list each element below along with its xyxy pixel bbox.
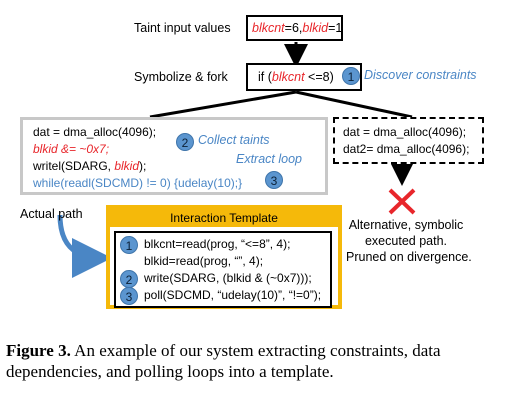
main-code-writel-end: );: [139, 159, 147, 173]
template-title: Interaction Template: [170, 211, 278, 225]
main-code-writel-blkid: blkid: [114, 159, 140, 173]
arrow-fork-to-main: [149, 90, 297, 119]
extract-loop-label: Extract loop: [236, 152, 303, 166]
main-code-mask: &= ~0x7;: [57, 142, 110, 156]
taint-blkcnt-value: =6,: [284, 21, 303, 35]
main-code-writel: writel(SDARG,: [33, 159, 115, 173]
main-code-line-3: writel(SDARG, blkid);: [33, 158, 146, 175]
actual-path-arrow: [57, 214, 112, 278]
template-line-1: blkcnt=read(prog, “<=8”, 4);: [144, 237, 291, 251]
fork-cond-rest: <=8): [304, 70, 334, 84]
main-code-line-2: blkid &= ~0x7;: [33, 141, 109, 158]
fork-blkcnt: blkcnt: [271, 70, 305, 84]
template-badge-1: 1: [120, 236, 138, 254]
badge-2-collect: 2: [176, 133, 194, 151]
badge-1-discover: 1: [342, 67, 360, 85]
alt-code-line-1: dat = dma_alloc(4096);: [343, 125, 467, 139]
caption-text: An example of our system extracting cons…: [6, 341, 441, 381]
main-code-blkid: blkid: [33, 142, 58, 156]
alt-note-line-2: executed path.: [364, 234, 447, 248]
main-code-line-1: dat = dma_alloc(4096);: [33, 125, 157, 139]
template-line-3: write(SDARG, (blkid & (~0x7)));: [144, 271, 312, 285]
taint-input-label: Taint input values: [134, 21, 231, 35]
main-code-line-4: while(readl(SDCMD) != 0) {udelay(10);}: [33, 176, 243, 190]
fork-condition-box: if (blkcnt <=8): [246, 63, 362, 91]
discover-constraints-label: Discover constraints: [364, 68, 477, 82]
template-body: 1 blkcnt=read(prog, “<=8”, 4); blkid=rea…: [114, 231, 332, 308]
alt-code-line-2: dat2= dma_alloc(4096);: [343, 142, 470, 156]
taint-values-text: blkcnt=6,blkid=1: [252, 21, 342, 35]
template-title-bar: [110, 209, 338, 227]
arrow-fork-to-alt: [295, 90, 413, 119]
badge-3-extract: 3: [265, 171, 283, 189]
alt-note-line-3: Pruned on divergence.: [346, 250, 472, 264]
pruned-x-icon: [388, 188, 416, 215]
template-badge-3: 3: [120, 287, 138, 305]
collect-taints-label: Collect taints: [198, 133, 270, 147]
taint-blkcnt: blkcnt: [252, 21, 285, 35]
symbolize-fork-label: Symbolize & fork: [134, 70, 228, 84]
taint-blkid: blkid: [302, 21, 329, 35]
alt-path-code-box: dat = dma_alloc(4096); dat2= dma_alloc(4…: [333, 117, 484, 164]
caption-label: Figure 3.: [6, 341, 71, 360]
template-badge-2: 2: [120, 270, 138, 288]
figure-caption: Figure 3. An example of our system extra…: [6, 340, 521, 382]
alt-note-line-1: Alternative, symbolic: [348, 218, 464, 232]
taint-blkid-value: =1: [328, 21, 343, 35]
template-line-4: poll(SDCMD, “udelay(10)”, “!=0”);: [144, 288, 322, 302]
template-line-2: blkid=read(prog, “”, 4);: [144, 254, 264, 268]
taint-values-box: blkcnt=6,blkid=1: [246, 15, 343, 41]
fork-if: if (: [258, 70, 272, 84]
interaction-template-box: Interaction Template 1 blkcnt=read(prog,…: [106, 205, 342, 309]
fork-condition-text: if (blkcnt <=8): [258, 70, 334, 84]
actual-path-label: Actual path: [20, 207, 83, 221]
